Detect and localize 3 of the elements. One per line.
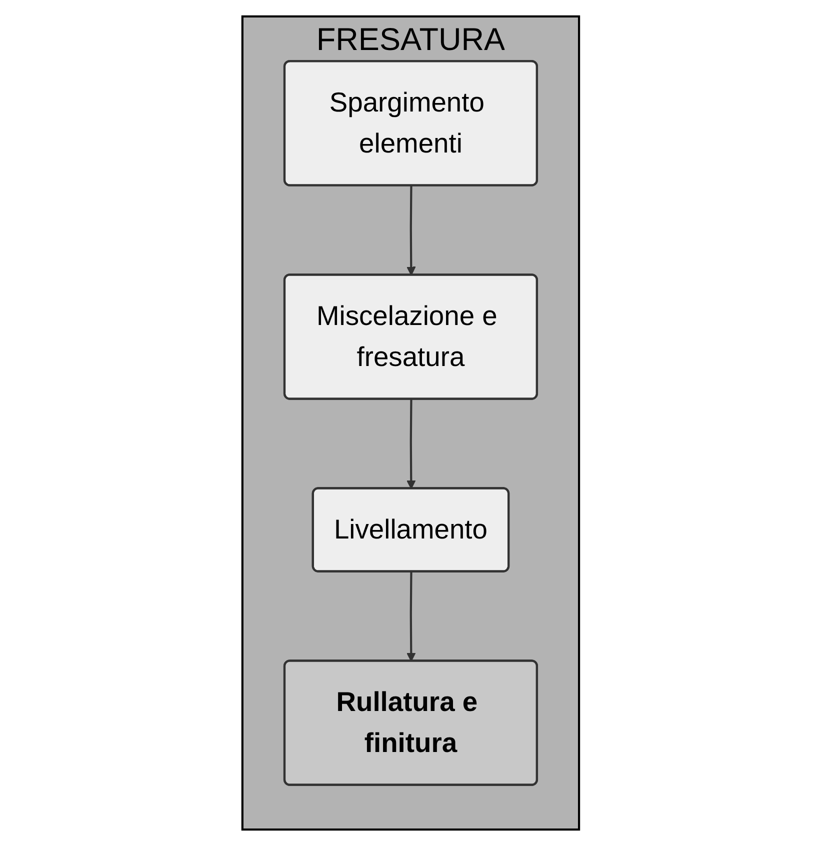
- arrow: [406, 186, 416, 276]
- arrow: [406, 572, 416, 662]
- arrow: [406, 399, 416, 490]
